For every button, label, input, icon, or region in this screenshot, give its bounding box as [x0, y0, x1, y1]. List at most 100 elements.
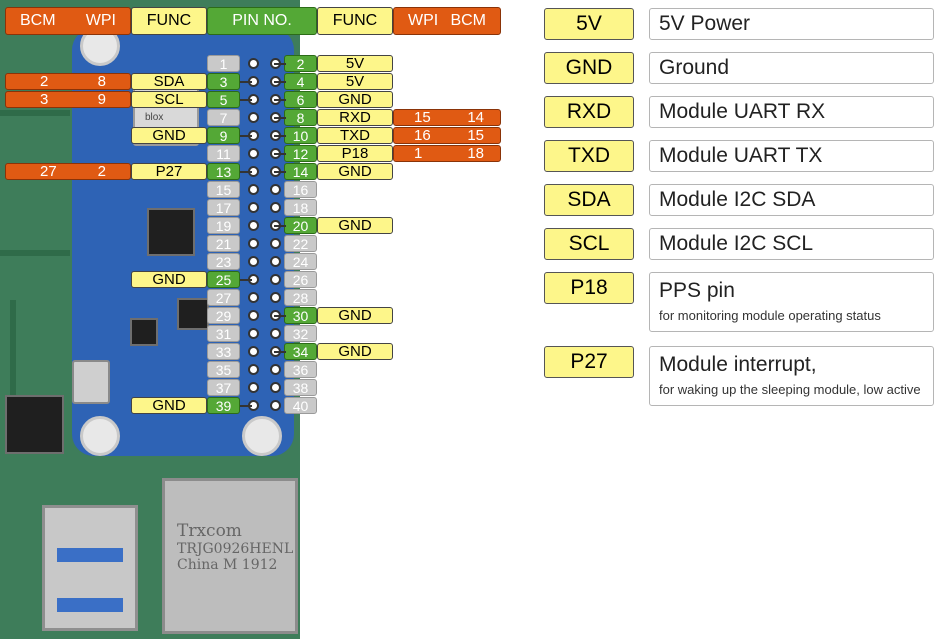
pin-number-3: 3 [207, 73, 240, 90]
pin-contact-1 [248, 58, 259, 69]
hat-chip [177, 298, 209, 330]
legend-description-rxd: Module UART RX [649, 96, 934, 128]
pin-number-12: 12 [284, 145, 317, 162]
func-label-pin-9: GND [131, 127, 207, 144]
func-label-pin-25: GND [131, 271, 207, 288]
func-label-pin-12: P18 [317, 145, 393, 162]
connector-pin-4 [274, 81, 286, 83]
pin-number-40: 40 [284, 397, 317, 414]
func-label-pin-8: RXD [317, 109, 393, 126]
legend-label: Module UART TX [659, 144, 823, 167]
pin-number-14: 14 [284, 163, 317, 180]
pin-number-36: 36 [284, 361, 317, 378]
pin-number-6: 6 [284, 91, 317, 108]
pi-chip [5, 395, 64, 454]
pin-number-9: 9 [207, 127, 240, 144]
header-right-func: FUNC [317, 7, 393, 35]
func-label-pin-13: P27 [131, 163, 207, 180]
legend-sublabel: for waking up the sleeping module, low a… [659, 382, 921, 397]
pin-number-39: 39 [207, 397, 240, 414]
ethernet-label: Trxcom TRJG0926HENL China M 1912 [177, 521, 294, 573]
pin-number-34: 34 [284, 343, 317, 360]
pin-number-26: 26 [284, 271, 317, 288]
mount-hole [242, 416, 282, 456]
pin-number-5: 5 [207, 91, 240, 108]
legend-code-scl: SCL [544, 228, 634, 260]
legend-code-5v: 5V [544, 8, 634, 40]
bcm-value: 3 [40, 91, 49, 108]
pin-number-11: 11 [207, 145, 240, 162]
pin-number-24: 24 [284, 253, 317, 270]
pin-number-25: 25 [207, 271, 240, 288]
pin-contact-22 [270, 238, 281, 249]
pin-number-32: 32 [284, 325, 317, 342]
pin-number-38: 38 [284, 379, 317, 396]
func-label-pin-39: GND [131, 397, 207, 414]
wpi-value: 15 [414, 109, 431, 126]
header-pin-no: PIN NO. [207, 7, 317, 35]
func-label-pin-5: SCL [131, 91, 207, 108]
wpi-value: 16 [414, 127, 431, 144]
pin-number-19: 19 [207, 217, 240, 234]
usb-port [42, 505, 138, 631]
pin-contact-26 [270, 274, 281, 285]
pin-number-31: 31 [207, 325, 240, 342]
pin-number-10: 10 [284, 127, 317, 144]
connector-pin-5 [240, 99, 252, 101]
pin-contact-17 [248, 202, 259, 213]
pin-number-4: 4 [284, 73, 317, 90]
pin-contact-38 [270, 382, 281, 393]
func-label-pin-14: GND [317, 163, 393, 180]
legend-label: Module I2C SDA [659, 188, 816, 211]
connector-pin-14 [274, 171, 286, 173]
board-trace [0, 110, 70, 116]
legend-code-gnd: GND [544, 52, 634, 84]
hat-chip [147, 208, 195, 256]
header-right-wpi-bcm: WPI BCM [393, 7, 501, 35]
pin-contact-7 [248, 112, 259, 123]
legend-description-p27: Module interrupt,for waking up the sleep… [649, 346, 934, 406]
pin-number-15: 15 [207, 181, 240, 198]
pin-number-33: 33 [207, 343, 240, 360]
pin-contact-29 [248, 310, 259, 321]
bcm-value: 2 [40, 73, 49, 90]
connector-pin-30 [274, 315, 286, 317]
legend-code-txd: TXD [544, 140, 634, 172]
legend-label: 5V Power [659, 12, 751, 35]
connector-pin-12 [274, 153, 286, 155]
pin-number-37: 37 [207, 379, 240, 396]
legend-description-scl: Module I2C SCL [649, 228, 934, 260]
connector-pin-10 [274, 135, 286, 137]
pin-contact-32 [270, 328, 281, 339]
bcm-value: 18 [467, 145, 484, 162]
legend-label: Module I2C SCL [659, 232, 814, 255]
module-brand: blox [145, 112, 164, 123]
legend-label: Module UART RX [659, 100, 826, 123]
legend-code-p27: P27 [544, 346, 634, 378]
wpi-value: 1 [414, 145, 423, 162]
func-label-pin-20: GND [317, 217, 393, 234]
connector-pin-34 [274, 351, 286, 353]
legend-code-rxd: RXD [544, 96, 634, 128]
connector-pin-39 [240, 405, 252, 407]
legend-label: PPS pin [659, 279, 735, 302]
pin-contact-11 [248, 148, 259, 159]
bcm-value: 15 [467, 127, 484, 144]
pin-contact-40 [270, 400, 281, 411]
wpi-bcm-pin-12: 1 18 [393, 145, 501, 162]
connector-pin-13 [240, 171, 252, 173]
mount-hole [80, 416, 120, 456]
func-label-pin-2: 5V [317, 55, 393, 72]
ethernet-port: Trxcom TRJG0926HENL China M 1912 [162, 478, 298, 634]
header-left-func: FUNC [131, 7, 207, 35]
pin-contact-36 [270, 364, 281, 375]
header-left-wpi: WPI [85, 12, 116, 29]
func-label-pin-10: TXD [317, 127, 393, 144]
pin-number-18: 18 [284, 199, 317, 216]
pin-number-1: 1 [207, 55, 240, 72]
header-left-bcm-wpi: BCM WPI [5, 7, 131, 35]
hat-chip [130, 318, 158, 346]
legend-description-gnd: Ground [649, 52, 934, 84]
bcm-value: 27 [40, 163, 57, 180]
